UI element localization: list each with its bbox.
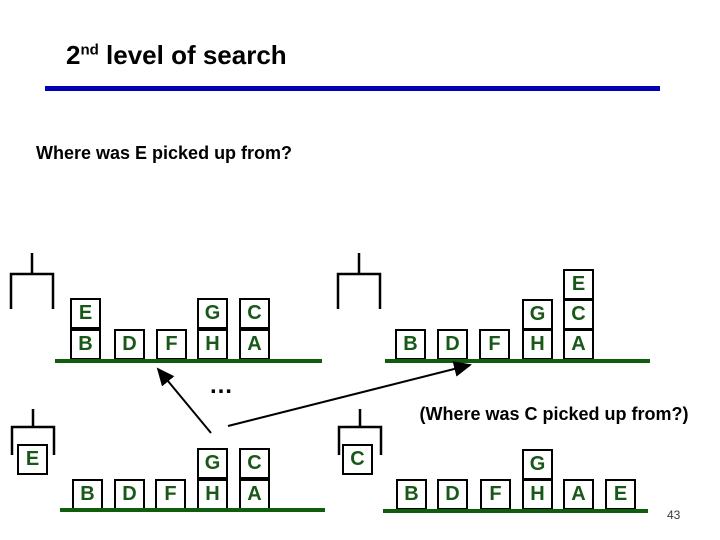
gripper-claw-icon (10, 409, 56, 455)
ellipsis-more-branches: … (209, 372, 235, 399)
block: F (480, 479, 511, 510)
block: H (522, 329, 553, 360)
block: G (197, 298, 228, 329)
page-title: 2nd level of search (66, 40, 287, 71)
sub-question-text: (Where was C picked up from?) (419, 404, 689, 424)
block: C (239, 298, 270, 329)
block: H (197, 329, 228, 360)
held-block: C (342, 444, 373, 475)
ground-line (385, 359, 650, 363)
block: C (239, 448, 270, 479)
question-text: Where was E picked up from? (36, 143, 293, 163)
block: E (563, 269, 594, 300)
block: A (239, 329, 270, 360)
block: B (396, 479, 427, 510)
ground-line (55, 359, 322, 363)
gripper-holding-block: E (10, 408, 58, 478)
block: F (479, 329, 510, 360)
block: E (605, 479, 636, 510)
gripper-icon (336, 252, 382, 310)
title-number: 2 (66, 40, 81, 70)
block: D (437, 329, 468, 360)
block: D (114, 479, 145, 510)
gripper-claw-icon (9, 253, 55, 309)
gripper-icon (9, 252, 55, 310)
gripper-holding-block: C (337, 408, 385, 478)
block: A (239, 479, 270, 510)
block: H (522, 479, 553, 510)
block: B (70, 329, 101, 360)
ground-line (383, 509, 648, 513)
block: G (522, 299, 553, 330)
title-text: level of search (98, 40, 287, 70)
block: H (197, 479, 228, 510)
title-underline-rule (45, 86, 660, 91)
block: C (563, 299, 594, 330)
block: E (70, 298, 101, 329)
block: F (155, 479, 186, 510)
blocks-state-bottom-right: B D F G H A E (383, 402, 653, 514)
gripper-claw-icon (336, 253, 382, 309)
block: D (437, 479, 468, 510)
block: A (563, 479, 594, 510)
block: G (197, 448, 228, 479)
held-block: E (17, 444, 48, 475)
block: B (395, 329, 426, 360)
blocks-state-top-right: B D F G H E C A (385, 252, 653, 364)
title-ordinal-suffix: nd (80, 41, 99, 59)
page-number: 43 (667, 508, 681, 522)
block: D (114, 329, 145, 360)
blocks-state-bottom-left: B D F G H C A (55, 402, 325, 514)
ground-line (60, 508, 325, 512)
block: A (563, 329, 594, 360)
blocks-state-top-left: E B D F G H C A (55, 252, 325, 364)
block: G (522, 449, 553, 480)
block: F (156, 329, 187, 360)
block: B (72, 479, 103, 510)
